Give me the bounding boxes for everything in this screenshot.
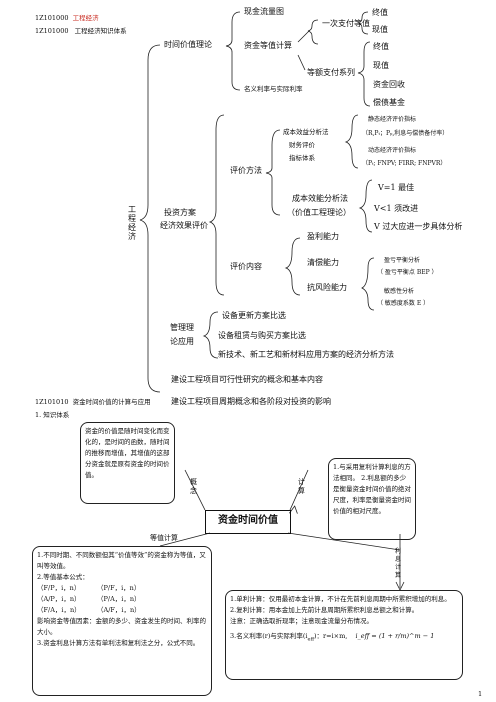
arrow-label-concept: 概念 — [190, 478, 197, 495]
node-static-label: 静态经济评价指标 — [368, 116, 417, 123]
node-v-less: V<1 须改进 — [374, 204, 419, 213]
interest-line2: 2.复利计算：用本金加上先前计息周期所累积利息总额之和计算。 — [230, 606, 419, 614]
node-single-payment: 一次支付等值 — [322, 19, 370, 28]
node-sensitivity-label: 敏感性分析 — [384, 288, 415, 295]
node-sensitivity: （ 敏感度系数 E ） — [377, 300, 430, 307]
node-static-formula: （R,Pₜ；Pₚ,利息与偿债备付率） — [362, 130, 449, 137]
interest-box: 1.单利计算：仅用最初本金计算，不计在先前利息周期中所累积增加的利息。 2.复利… — [225, 590, 463, 680]
node-cost-eff: 成本效益分析法 — [283, 128, 329, 136]
node-interest-rate: 名义利率与实际利率 — [244, 85, 303, 93]
node-profit: 盈利能力 — [307, 232, 339, 241]
node-v-large: V 过大应进一步具体分析 — [374, 222, 463, 231]
node-feasibility: 建设工程项目可行性研究的概念和基本内容 — [171, 375, 323, 384]
calc-box: 1.与采用复利计算利息的方法相同。 2.利息额的多少是衡量资金时间价值的绝对尺度… — [328, 458, 416, 540]
node-manage-1: 管理理 — [170, 323, 194, 332]
node-equiv-calc: 资金等值计算 — [244, 41, 292, 50]
node-dynamic-label: 动态经济评价指标 — [368, 147, 417, 154]
node-cost-benefit-1: 成本效能分析法 — [292, 194, 348, 203]
section-heading: 1Z101010 资金时间价值的计算与应用 — [35, 398, 151, 406]
node-manage-item-1: 设备更新方案比选 — [222, 311, 286, 320]
node-v-equal: V=1 最佳 — [378, 183, 415, 192]
node-annuity: 等额支付系列 — [307, 68, 355, 77]
node-solvency: 清偿能力 — [307, 258, 339, 267]
arrow-label-equiv: 等值计算 — [150, 534, 178, 542]
node-investment-1: 投资方案 — [164, 208, 196, 217]
node-bep: （ 盈亏平衡点 BEP ） — [377, 269, 438, 276]
page-number: 1 — [478, 690, 483, 698]
node-annuity-pv: 现值 — [373, 61, 389, 70]
concept-box: 资金的价值是随时间变化而变化的，是时间的函数，随时间的推移而增值，其增值的这部分… — [80, 422, 175, 504]
node-eval-content: 评价内容 — [230, 262, 262, 271]
node-bep-label: 盈亏平衡分析 — [384, 257, 421, 264]
node-eval-method: 评价方法 — [230, 166, 262, 175]
equiv-line1: 1.不同时期、不同数额但其“价值等效”的资金称为等值，又叫等效值。 — [37, 551, 206, 570]
node-single-pv: 现值 — [372, 25, 388, 34]
node-lifecycle: 建设工程项目周期概念和各阶段对投资的影响 — [171, 397, 331, 406]
node-manage-item-2: 设备租赁与购买方案比选 — [218, 331, 306, 340]
interest-line4: 3.名义利率(r)与实际利率(ieff)：r=i×m, i_eff = (1 +… — [230, 632, 435, 643]
equiv-box: 1.不同时期、不同数额但其“价值等效”的资金称为等值，又叫等效值。 2.等值基本… — [32, 546, 212, 696]
equiv-formula-row1: （F/P，i，n）（P/F，i，n） — [37, 584, 141, 592]
arrow-label-interest: 利息计算 — [395, 548, 402, 579]
node-cashflow: 现金流量图 — [244, 7, 284, 16]
node-indicator: 指标体系 — [289, 154, 315, 162]
arrow-label-calc: 计算 — [298, 478, 305, 495]
interest-line1: 1.单利计算：仅用最初本金计算，不计在先前利息周期中所累积增加的利息。 — [230, 595, 451, 603]
node-manage-item-3: 新技术、新工艺和新材料应用方案的经济分析方法 — [218, 350, 394, 359]
node-annuity-fv: 终值 — [373, 42, 389, 51]
equiv-line3: 影响资金等值因素：金额的多少、资金发生的时间、利率的大小。 — [37, 617, 206, 636]
equiv-line2: 2.等值基本公式： — [37, 573, 89, 581]
node-single-fv: 终值 — [372, 8, 388, 17]
header-line1: 1Z101000 工程经济 — [35, 14, 99, 22]
node-risk: 抗风险能力 — [307, 283, 347, 292]
equiv-line4: 3.资金利息计算方法有单利法和复利法之分，公式不同。 — [37, 639, 200, 647]
node-fin-eval: 财务评价 — [289, 141, 315, 149]
section-sub: 1. 知识体系 — [35, 411, 70, 419]
node-dynamic-formula: （Pₜ; FNPV; FIRR; FNPVR） — [362, 160, 447, 167]
node-cost-benefit-2: （价值工程理论） — [287, 208, 351, 217]
node-annuity-sinking: 偿债基金 — [373, 98, 405, 107]
interest-formula: i_eff = (1 + r/m)^m − 1 — [355, 632, 435, 640]
center-node: 资金时间价值 — [205, 510, 291, 534]
header-line2: 1Z101000 工程经济知识体系 — [35, 27, 127, 35]
node-manage-2: 论应用 — [170, 337, 194, 346]
interest-line3: 注意：正确选取折现率；注意现金流量分布情况。 — [230, 617, 373, 625]
header-title-red: 工程经济 — [72, 14, 99, 22]
node-time-value: 时间价值理论 — [164, 40, 212, 49]
equiv-formula-row2: （A/P，i，n）（P/A，i，n） — [37, 595, 141, 603]
node-investment-2: 经济效果评价 — [160, 221, 208, 230]
equiv-formula-row3: （F/A，i，n）（A/F，i，n） — [37, 606, 141, 614]
mindmap-root: 工程经济 — [128, 205, 136, 241]
node-annuity-recovery: 资金回收 — [373, 80, 405, 89]
